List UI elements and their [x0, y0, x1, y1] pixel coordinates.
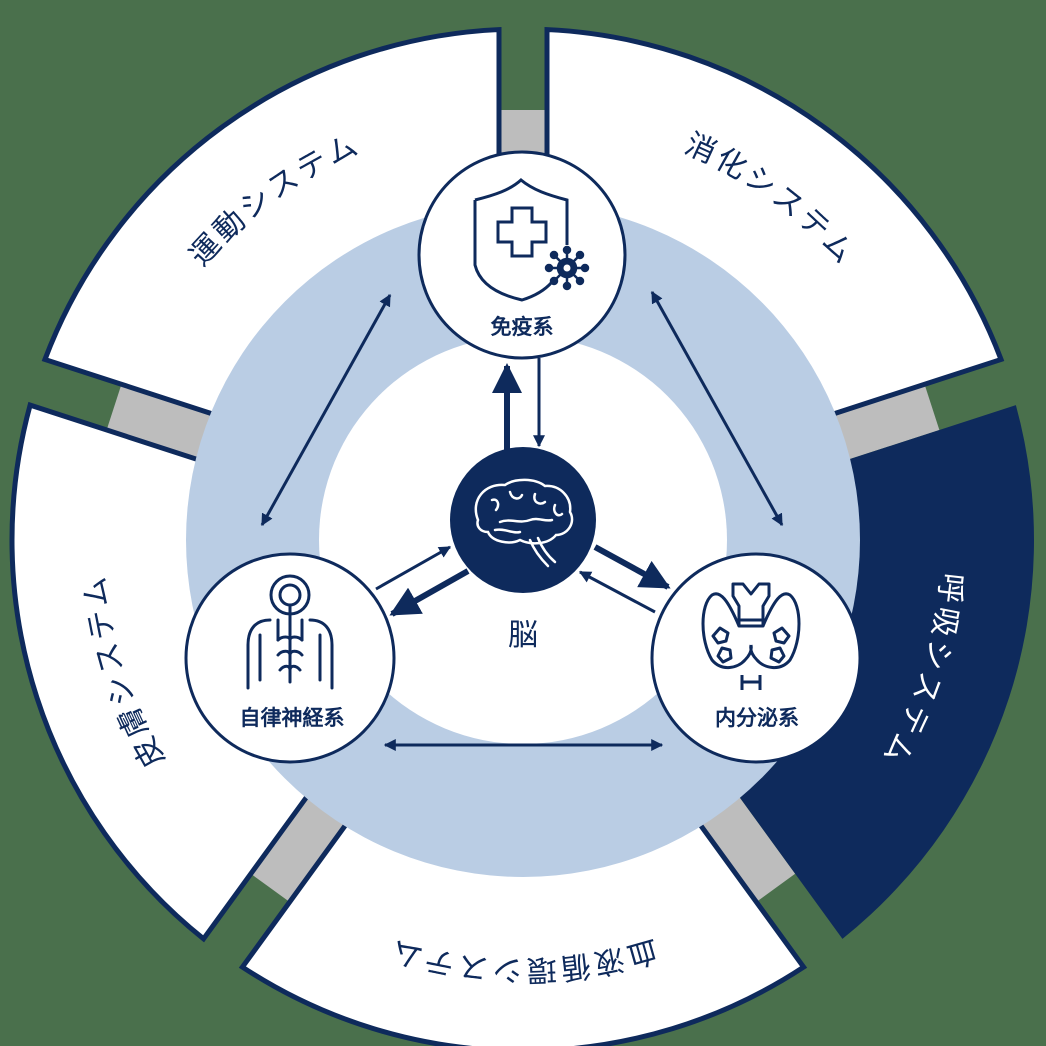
node-autonomic[interactable]: 自律神経系 — [184, 552, 396, 764]
node-endocrine-label: 内分泌系 — [715, 705, 799, 730]
segment-respiratory[interactable] — [735, 405, 1034, 939]
arrow-brain-to-endocrine — [593, 544, 671, 590]
arrow-brain-to-autonomic — [389, 568, 470, 617]
virus-icon — [544, 245, 590, 291]
arrow-immune-autonomic — [260, 293, 392, 527]
arrows — [260, 290, 784, 751]
arrow-autonomic-to-brain — [375, 545, 452, 591]
nervous-system-body-icon — [246, 574, 334, 690]
node-immune[interactable]: 免疫系 — [417, 150, 627, 360]
brain-icon — [474, 478, 574, 568]
shield-cross-virus-icon — [473, 178, 569, 302]
arrow-immune-endocrine — [650, 290, 784, 527]
node-autonomic-label: 自律神経系 — [240, 705, 345, 730]
node-immune-label: 免疫系 — [491, 314, 554, 339]
outer-ring — [9, 26, 1034, 1046]
center-label: 脳 — [508, 618, 538, 653]
node-endocrine[interactable]: 内分泌系 — [650, 552, 862, 764]
brain-node[interactable]: 脳 — [450, 447, 596, 653]
thyroid-gland-icon — [701, 582, 801, 690]
arrow-endocrine-to-brain — [578, 570, 656, 614]
